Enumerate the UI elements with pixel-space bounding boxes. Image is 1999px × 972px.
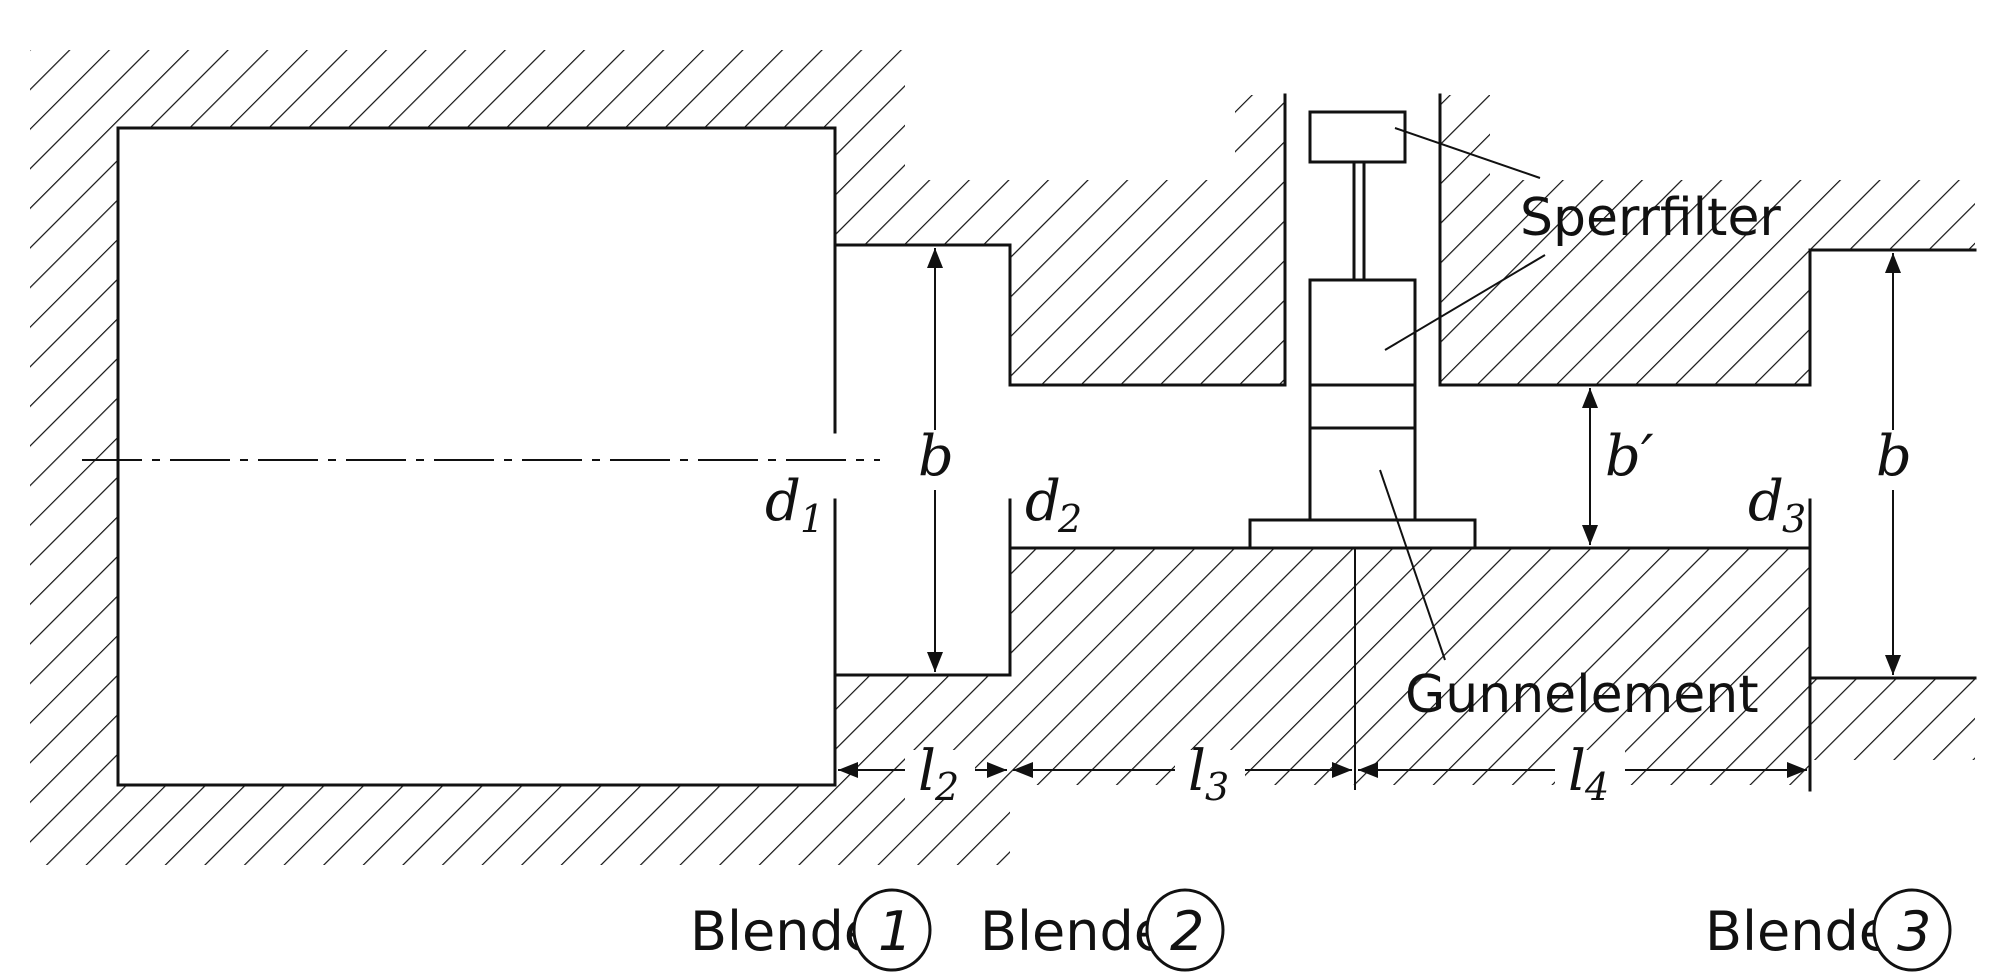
svg-text:2: 2: [934, 765, 959, 809]
svg-text:3: 3: [1897, 900, 1931, 963]
b-prime-label: b′: [1605, 424, 1654, 489]
blende-1: Blende 1: [690, 888, 932, 972]
bottom-wall: [1010, 548, 1975, 785]
b-left-label: b: [918, 424, 954, 489]
blende-3: Blende 3: [1705, 888, 1952, 972]
svg-text:d: d: [1025, 469, 1061, 534]
svg-text:l: l: [1568, 739, 1586, 804]
svg-text:Blende: Blende: [980, 900, 1167, 963]
svg-text:1: 1: [878, 900, 912, 963]
svg-text:2: 2: [1170, 900, 1204, 963]
svg-text:l: l: [918, 739, 936, 804]
d1-label: d 1: [765, 469, 824, 541]
d3-label: d 3: [1748, 469, 1806, 541]
l4-label: l 4: [1568, 739, 1609, 809]
svg-text:3: 3: [1782, 497, 1806, 541]
svg-text:d: d: [1748, 469, 1784, 534]
cavity-outline: [116, 126, 837, 787]
top-wall-middle: [1010, 95, 1285, 385]
svg-text:Blende: Blende: [690, 900, 877, 963]
svg-text:2: 2: [1057, 497, 1082, 541]
l3-label: l 3: [1188, 739, 1229, 809]
sperrfilter-label: Sperrfilter: [1520, 188, 1781, 248]
svg-text:4: 4: [1584, 765, 1609, 809]
svg-text:3: 3: [1205, 765, 1229, 809]
top-wall-right: [1440, 95, 1975, 385]
l2-label: l 2: [918, 739, 959, 809]
svg-text:1: 1: [800, 497, 824, 541]
d2-label: d 2: [1025, 469, 1082, 541]
b-right-label: b: [1876, 424, 1912, 489]
svg-text:l: l: [1188, 739, 1206, 804]
svg-text:Blende: Blende: [1705, 900, 1892, 963]
gunnelement-label: Gunnelement: [1405, 665, 1759, 725]
blende-2: Blende 2: [980, 888, 1225, 972]
leader-lines: [1379, 127, 1546, 661]
iris-1: [833, 243, 1012, 677]
sperrfilter-cap: [1308, 110, 1407, 282]
svg-text:d: d: [765, 469, 801, 534]
gunn-element: [1248, 278, 1477, 550]
